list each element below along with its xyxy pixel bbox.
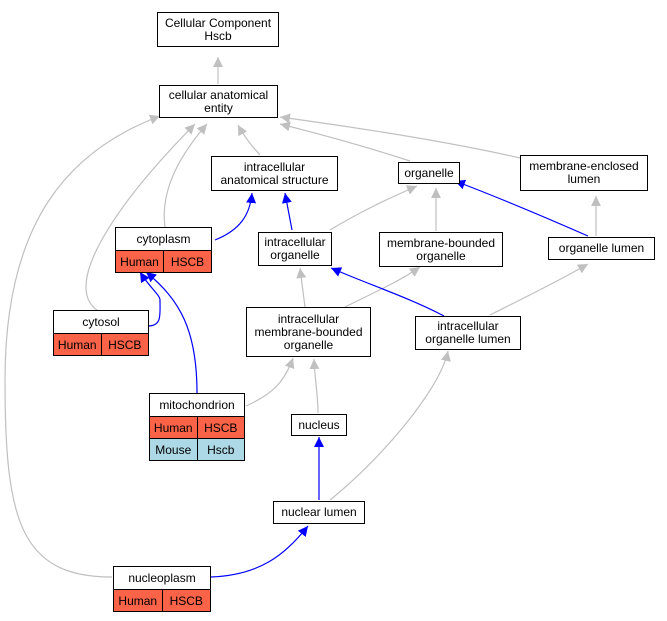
node-title: mitochondrion: [150, 394, 244, 417]
node-title: cytosol: [54, 311, 148, 334]
edge-mel-cae: [279, 113, 521, 159]
edge-iol-io: [330, 267, 445, 317]
gene-cell: HSCB: [163, 251, 211, 272]
edge-nl-iol: [329, 350, 451, 501]
node-title: cytoplasm: [116, 228, 211, 251]
species-cell: Human: [118, 593, 158, 608]
node-organelle-lumen[interactable]: organelle lumen: [548, 237, 655, 260]
annotation-row: Human HSCB: [54, 334, 148, 355]
edge-cytosol-cytoplasm: [139, 271, 161, 327]
species-cell: Human: [153, 420, 193, 435]
gene-cell: HSCB: [161, 590, 211, 611]
gene-cell: HSCB: [100, 334, 149, 355]
edge-io-organelle: [329, 185, 418, 231]
annotation-row: Human HSCB: [114, 590, 210, 611]
edge-iol-ol: [489, 263, 589, 316]
gene-cell: Hscb: [196, 439, 245, 460]
node-intracellular-organelle-lumen[interactable]: intracellular organelle lumen: [415, 316, 521, 350]
edge-ias-cae: [237, 124, 261, 156]
node-cellular-component-root[interactable]: Cellular Component Hscb: [157, 12, 279, 47]
node-membrane-bounded-organelle[interactable]: membrane-bounded organelle: [379, 232, 503, 267]
node-mitochondrion[interactable]: mitochondrion Human HSCB Mouse Hscb: [149, 393, 245, 461]
node-membrane-enclosed-lumen[interactable]: membrane-enclosed lumen: [520, 155, 648, 191]
gene-cell: HSCB: [196, 417, 245, 438]
edge-nucleoplasm-cae: [4, 114, 161, 578]
node-title: nucleoplasm: [114, 567, 210, 590]
node-cytosol[interactable]: cytosol Human HSCB: [53, 310, 149, 356]
edge-io-ias: [281, 192, 293, 231]
species-cell: Human: [120, 254, 159, 269]
edge-mito-imbo: [245, 357, 295, 407]
edge-ol-organelle: [454, 179, 589, 237]
annotation-row: Mouse Hscb: [150, 438, 244, 460]
node-nucleoplasm[interactable]: nucleoplasm Human HSCB: [113, 566, 211, 612]
edge-imbo-io: [296, 267, 307, 308]
node-intracellular-organelle[interactable]: intracellular organelle: [258, 232, 332, 266]
edge-organelle-cae: [279, 121, 411, 162]
node-organelle[interactable]: organelle: [398, 162, 460, 184]
edge-nucleus-imbo: [309, 358, 320, 414]
species-cell: Mouse: [155, 442, 192, 457]
edge-cytoplasm-cae: [163, 123, 208, 228]
node-nuclear-lumen[interactable]: nuclear lumen: [273, 501, 365, 524]
node-nucleus[interactable]: nucleus: [291, 414, 347, 436]
species-cell: Human: [57, 337, 97, 352]
edge-imbo-mbo: [344, 266, 421, 308]
annotation-row: Human HSCB: [116, 251, 211, 272]
edge-cytoplasm-ias: [214, 192, 257, 241]
annotation-row: Human HSCB: [150, 417, 244, 438]
node-intracellular-membrane-bounded-organelle[interactable]: intracellular membrane-bounded organelle: [246, 307, 371, 357]
node-cellular-anatomical-entity[interactable]: cellular anatomical entity: [159, 85, 278, 118]
edge-mito-cytoplasm: [145, 271, 198, 394]
edge-nucleoplasm-nl: [210, 525, 309, 578]
edge-cytosol-cae: [85, 123, 196, 313]
node-cytoplasm[interactable]: cytoplasm Human HSCB: [115, 227, 212, 273]
node-intracellular-anatomical-structure[interactable]: intracellular anatomical structure: [211, 156, 338, 191]
